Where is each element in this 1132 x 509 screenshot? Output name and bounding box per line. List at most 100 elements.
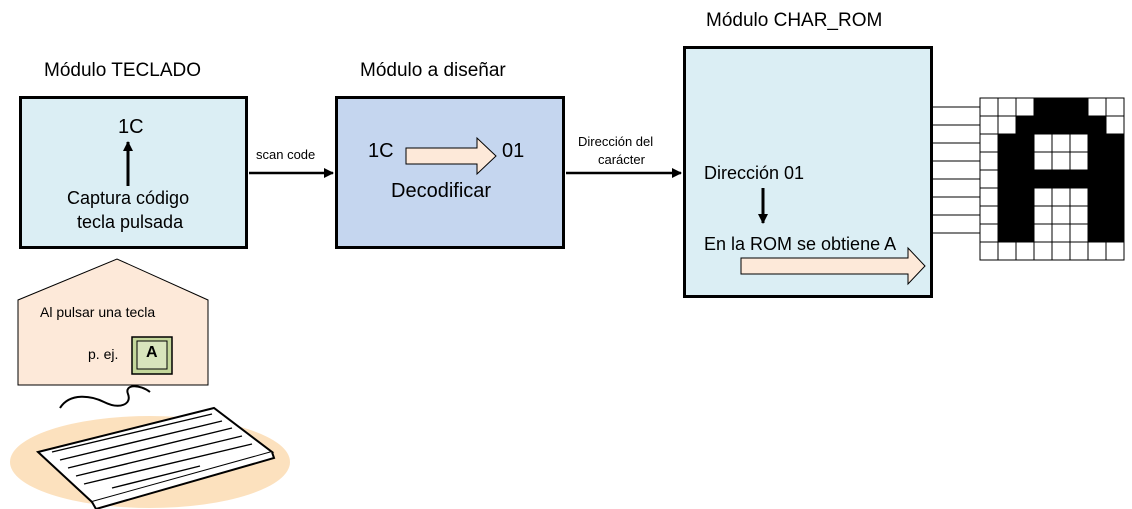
glyph-pixel — [997, 97, 1017, 117]
direccion-label-line2: carácter — [598, 152, 645, 167]
glyph-pixel — [1033, 205, 1053, 225]
teclado-title: Módulo TECLADO — [44, 60, 201, 81]
char-glyph-grid — [979, 97, 1125, 261]
glyph-pixel — [1087, 205, 1107, 225]
disenar-title: Módulo a diseñar — [360, 60, 506, 81]
glyph-pixel — [1087, 115, 1107, 135]
glyph-pixel — [1033, 97, 1053, 117]
glyph-pixel — [997, 169, 1017, 189]
glyph-pixel — [1051, 223, 1071, 243]
glyph-pixel — [979, 187, 999, 207]
keypress-line1: Al pulsar una tecla — [40, 304, 156, 320]
glyph-pixel — [1105, 97, 1125, 117]
disenar-module-box — [335, 96, 565, 249]
teclado-desc-line1: Captura código — [67, 188, 190, 208]
teclado-code: 1C — [118, 116, 144, 138]
glyph-pixel — [1051, 187, 1071, 207]
teclado-desc-line2: tecla pulsada — [77, 212, 184, 232]
glyph-pixel — [1033, 133, 1053, 153]
glyph-pixel — [997, 205, 1017, 225]
key-cap-label: A — [146, 344, 158, 361]
glyph-pixel — [1051, 133, 1071, 153]
teclado-module-box — [19, 96, 248, 249]
glyph-pixel — [1105, 223, 1125, 243]
glyph-pixel — [1069, 205, 1089, 225]
glyph-pixel — [1051, 169, 1071, 189]
glyph-pixel — [1051, 151, 1071, 171]
glyph-pixel — [1087, 241, 1107, 261]
glyph-pixel — [1033, 223, 1053, 243]
glyph-pixel — [1033, 241, 1053, 261]
glyph-pixel — [1051, 205, 1071, 225]
glyph-pixel — [997, 187, 1017, 207]
glyph-pixel — [1105, 151, 1125, 171]
glyph-pixel — [1087, 133, 1107, 153]
glyph-pixel — [1069, 241, 1089, 261]
glyph-pixel — [1015, 115, 1035, 135]
glyph-pixel — [1051, 241, 1071, 261]
glyph-pixel — [1087, 97, 1107, 117]
glyph-pixel — [1033, 187, 1053, 207]
glyph-pixel — [997, 241, 1017, 261]
rom-output-lines — [933, 106, 980, 234]
glyph-pixel — [1069, 169, 1089, 189]
glyph-pixel — [1087, 187, 1107, 207]
keypress-example: p. ej. — [88, 346, 119, 362]
glyph-pixel — [979, 205, 999, 225]
glyph-pixel — [1015, 241, 1035, 261]
decode-block-arrow — [405, 136, 497, 176]
glyph-pixel — [1069, 223, 1089, 243]
glyph-pixel — [1015, 169, 1035, 189]
glyph-pixel — [997, 151, 1017, 171]
glyph-pixel — [1105, 169, 1125, 189]
scan-code-label: scan code — [256, 147, 316, 162]
glyph-pixel — [1033, 115, 1053, 135]
glyph-pixel — [1105, 241, 1125, 261]
glyph-pixel — [997, 133, 1017, 153]
glyph-pixel — [1051, 115, 1071, 135]
charrom-address: Dirección 01 — [704, 163, 805, 183]
glyph-pixel — [1069, 133, 1089, 153]
glyph-pixel — [1069, 187, 1089, 207]
glyph-pixel — [1015, 151, 1035, 171]
glyph-pixel — [1033, 151, 1053, 171]
glyph-pixel — [979, 133, 999, 153]
charrom-title: Módulo CHAR_ROM — [706, 10, 883, 31]
keypress-up-arrow — [17, 258, 209, 386]
glyph-pixel — [1069, 151, 1089, 171]
disenar-in-code: 1C — [368, 140, 394, 162]
glyph-pixel — [1033, 169, 1053, 189]
glyph-pixel — [1051, 97, 1071, 117]
disenar-out-code: 01 — [502, 140, 525, 162]
disenar-action: Decodificar — [391, 180, 492, 202]
glyph-pixel — [1015, 133, 1035, 153]
glyph-pixel — [1105, 205, 1125, 225]
glyph-pixel — [1105, 187, 1125, 207]
glyph-pixel — [1087, 223, 1107, 243]
charrom-result: En la ROM se obtiene A — [704, 234, 897, 254]
direccion-label-line1: Dirección del — [578, 134, 654, 149]
glyph-pixel — [1015, 205, 1035, 225]
glyph-pixel — [1015, 223, 1035, 243]
glyph-pixel — [1105, 133, 1125, 153]
glyph-pixel — [979, 115, 999, 135]
keyboard-icon — [10, 385, 290, 509]
glyph-pixel — [997, 223, 1017, 243]
rom-output-block-arrow — [740, 246, 926, 286]
glyph-pixel — [1069, 97, 1089, 117]
glyph-pixel — [1087, 169, 1107, 189]
key-cap — [131, 336, 173, 375]
glyph-pixel — [1087, 151, 1107, 171]
glyph-pixel — [997, 115, 1017, 135]
glyph-pixel — [1105, 115, 1125, 135]
charrom-module-box — [683, 46, 933, 298]
glyph-pixel — [979, 241, 999, 261]
glyph-pixel — [1015, 187, 1035, 207]
glyph-pixel — [979, 151, 999, 171]
glyph-pixel — [1069, 115, 1089, 135]
glyph-pixel — [1015, 97, 1035, 117]
glyph-pixel — [979, 169, 999, 189]
glyph-pixel — [979, 97, 999, 117]
glyph-pixel — [979, 223, 999, 243]
